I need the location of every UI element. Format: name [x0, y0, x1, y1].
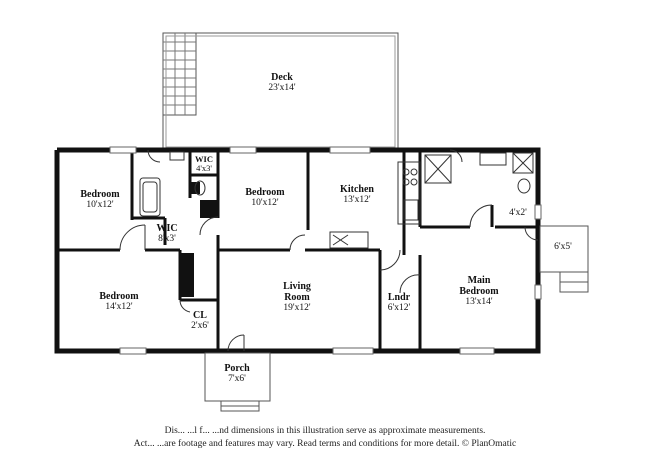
label-wic-hall-dim: 8'x3': [158, 234, 176, 244]
label-wic-hall-name: WIC: [156, 223, 178, 234]
label-deck-name: Deck: [271, 72, 293, 83]
label-deck: Deck 23'x14': [268, 72, 295, 94]
label-wic-small: WIC 4'x3': [195, 155, 213, 173]
label-kitchen-dim: 13'x12': [343, 195, 371, 205]
disclaimer-text: Dis... ...l f... ...nd dimensions in thi…: [0, 425, 650, 451]
fixtures: [139, 151, 534, 249]
label-bedroom-sw-name: Bedroom: [99, 291, 139, 302]
label-porch-dim: 7'x6': [228, 374, 246, 384]
label-living-room-line2: Room: [284, 292, 310, 303]
label-deck-dim: 23'x14': [268, 83, 296, 93]
interior-walls: [57, 150, 538, 351]
label-bedroom-mid: Bedroom 10'x12': [245, 187, 284, 209]
windows: [109, 146, 542, 355]
label-kitchen: Kitchen 13'x12': [340, 184, 374, 206]
label-wic-small-dim: 4'x3': [196, 163, 212, 173]
label-bedroom-mid-name: Bedroom: [245, 187, 285, 198]
label-closet-cl: CL 2'x6': [191, 310, 209, 332]
label-stoop: 6'x5': [554, 242, 572, 253]
label-bedroom-sw: Bedroom 14'x12': [99, 291, 138, 313]
wall-blocks: [180, 182, 218, 297]
label-living-room-line1: Living: [283, 281, 311, 292]
label-closet-4x2: 4'x2': [509, 208, 527, 219]
label-closet-4x2-dim: 4'x2': [509, 208, 527, 218]
label-laundry-name: Lndr: [387, 292, 411, 303]
stoop: [539, 225, 589, 293]
label-main-bedroom-dim: 13'x14': [465, 297, 493, 307]
label-wic-small-name: WIC: [195, 154, 213, 164]
disclaimer-line-1: Dis... ...l f... ...nd dimensions in thi…: [164, 426, 486, 436]
disclaimer-line-2: Act... ...are footage and features may v…: [133, 439, 517, 449]
label-bedroom-nw: Bedroom 10'x12': [80, 189, 119, 211]
label-kitchen-name: Kitchen: [340, 184, 374, 195]
label-porch-name: Porch: [224, 363, 250, 374]
label-main-bedroom-line2: Bedroom: [459, 286, 499, 297]
label-main-bedroom: Main Bedroom 13'x14': [459, 275, 498, 308]
label-laundry-dim: 6'x12': [387, 303, 411, 313]
porch: [204, 352, 271, 412]
label-bedroom-mid-dim: 10'x12': [251, 198, 279, 208]
label-living-room-dim: 19'x12': [283, 303, 311, 313]
label-bedroom-nw-dim: 10'x12': [86, 200, 114, 210]
label-bedroom-sw-dim: 14'x12': [105, 302, 133, 312]
label-porch: Porch 7'x6': [224, 363, 249, 385]
label-laundry: Lndr 6'x12': [388, 292, 410, 314]
exterior-walls: [54, 147, 541, 354]
label-main-bedroom-line1: Main: [467, 275, 491, 286]
label-living-room: Living Room 19'x12': [283, 281, 311, 314]
label-stoop-dim: 6'x5': [554, 242, 572, 252]
label-wic-hall: WIC 8'x3': [156, 223, 177, 245]
label-bedroom-nw-name: Bedroom: [80, 189, 120, 200]
label-closet-cl-name: CL: [193, 310, 207, 321]
label-closet-cl-dim: 2'x6': [191, 321, 209, 331]
door-swings: [119, 149, 539, 352]
